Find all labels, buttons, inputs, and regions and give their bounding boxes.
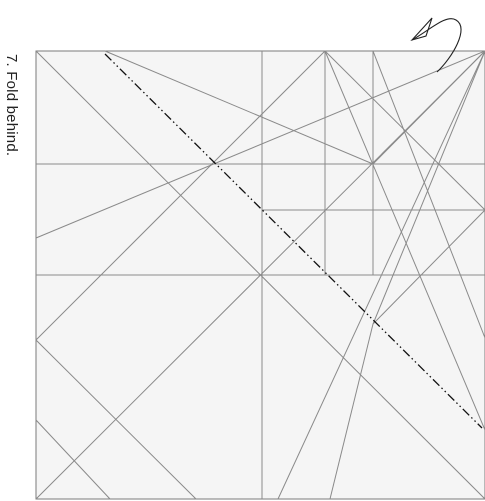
diagonal-crease-b <box>324 50 485 211</box>
step-instruction: 7. Fold behind. <box>3 54 20 157</box>
diagonal-crease-f <box>324 50 485 431</box>
diagonal-crease-l <box>35 339 197 500</box>
diagonal-crease-h <box>372 50 485 325</box>
diagonal-crease-c <box>104 50 374 165</box>
diagonal-crease-anti <box>35 50 485 500</box>
diagonal-crease-m <box>35 419 111 500</box>
curved-fold-behind-arrow-icon <box>410 17 462 73</box>
diagonal-crease-j <box>277 50 485 500</box>
mountain-fold-line <box>104 53 483 429</box>
diagonal-crease-g <box>372 50 485 339</box>
diagonal-crease-k <box>372 209 485 325</box>
diagonal-crease-i <box>329 323 374 500</box>
diagonal-crease-a <box>35 50 326 341</box>
diagonal-crease-e <box>35 50 485 239</box>
diagonal-crease-d <box>372 50 485 165</box>
